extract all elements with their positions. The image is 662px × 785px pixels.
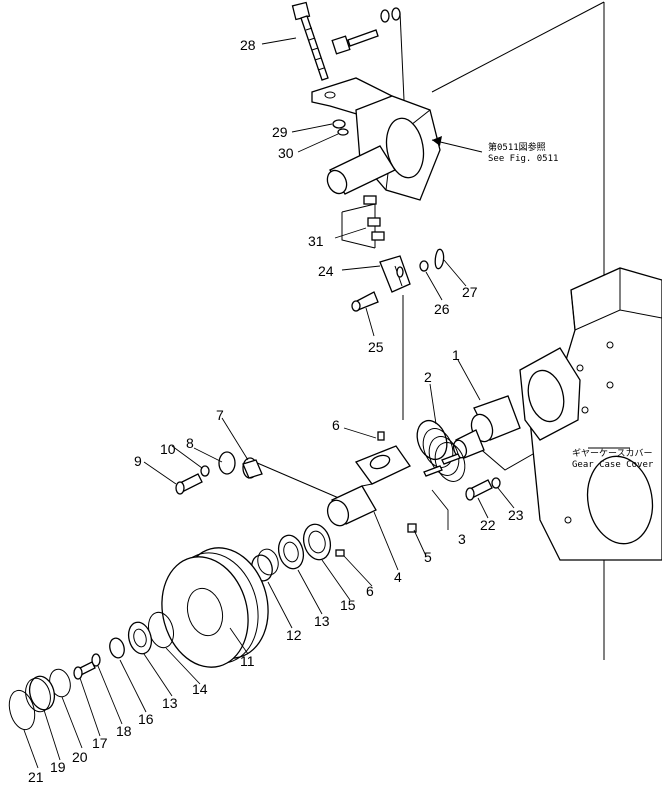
callout-5: 5	[424, 549, 432, 565]
callout-6b: 6	[366, 583, 374, 599]
mounting-bracket	[311, 77, 441, 201]
callout-22: 22	[480, 517, 496, 533]
callout-4: 4	[394, 569, 402, 585]
callout-leaders	[23, 37, 630, 769]
fitting-6-upper	[377, 431, 385, 441]
washer-18	[91, 653, 101, 667]
callout-15: 15	[340, 597, 356, 613]
washer-26	[419, 260, 429, 272]
callout-19: 19	[50, 759, 66, 775]
bearing-13	[277, 534, 305, 570]
callout-8: 8	[186, 435, 194, 451]
callout-13b: 13	[162, 695, 178, 711]
arm-4	[326, 445, 411, 527]
seal-15	[302, 523, 332, 561]
bolt-upper	[331, 7, 401, 55]
washer-30	[337, 128, 349, 136]
fitting-6-lower	[335, 549, 345, 557]
callout-27: 27	[462, 284, 478, 300]
snap-ring-21	[8, 689, 36, 731]
callout-3: 3	[458, 531, 466, 547]
callout-2: 2	[424, 369, 432, 385]
callout-20: 20	[72, 749, 88, 765]
callout-31: 31	[308, 233, 324, 249]
bearing-13-lower	[127, 621, 153, 655]
washer-8	[218, 451, 236, 475]
washer-10	[200, 465, 210, 477]
bracket-1	[452, 395, 521, 459]
bolt-25	[351, 291, 379, 312]
gear-case-jp: ギヤーケースカバー	[572, 448, 653, 459]
nuts-31	[341, 195, 385, 249]
arrow-head	[432, 136, 442, 146]
bolt-9	[175, 473, 203, 495]
callout-26: 26	[434, 301, 450, 317]
callout-23: 23	[508, 507, 524, 523]
callout-11: 11	[240, 653, 255, 669]
pulley-11	[161, 547, 269, 668]
callout-7: 7	[216, 407, 224, 423]
pins-3	[423, 453, 461, 477]
pin-27	[434, 248, 445, 270]
callout-9: 9	[134, 453, 142, 469]
callout-14: 14	[192, 681, 208, 697]
callout-24: 24	[318, 263, 334, 279]
gear-case-cover	[519, 267, 662, 561]
callout-13a: 13	[314, 613, 330, 629]
bolt-22	[465, 479, 493, 501]
gear-case-en: Gear Case Cover	[572, 460, 654, 470]
callout-29: 29	[272, 124, 288, 140]
callout-12: 12	[286, 627, 302, 643]
bushing-7	[242, 457, 263, 479]
callout-16: 16	[138, 711, 154, 727]
cap-19	[25, 675, 56, 713]
callout-25: 25	[368, 339, 384, 355]
callout-1: 1	[452, 347, 460, 363]
bolt-17	[73, 661, 96, 680]
bolt-28	[291, 1, 329, 81]
callout-30: 30	[278, 145, 294, 161]
clevis-24	[379, 255, 411, 293]
plug-5	[407, 523, 417, 533]
callout-18: 18	[116, 723, 132, 739]
collar-16	[109, 637, 125, 659]
callout-21: 21	[28, 769, 44, 785]
washer-29	[332, 119, 346, 129]
callout-28: 28	[240, 37, 256, 53]
callout-6a: 6	[332, 417, 340, 433]
spring-2	[416, 419, 466, 482]
callout-10: 10	[160, 441, 176, 457]
callout-17: 17	[92, 735, 108, 751]
washer-23	[491, 477, 501, 489]
callout-labels: 28 29 30 31 24 27 26 25 1 2 3 6 5 4 22 2…	[28, 37, 524, 785]
see-fig-en: See Fig. 0511	[488, 154, 558, 164]
see-fig-jp: 第0511図参照	[488, 141, 546, 153]
reference-notes: 第0511図参照 See Fig. 0511 ギヤーケースカバー Gear Ca…	[488, 141, 654, 470]
